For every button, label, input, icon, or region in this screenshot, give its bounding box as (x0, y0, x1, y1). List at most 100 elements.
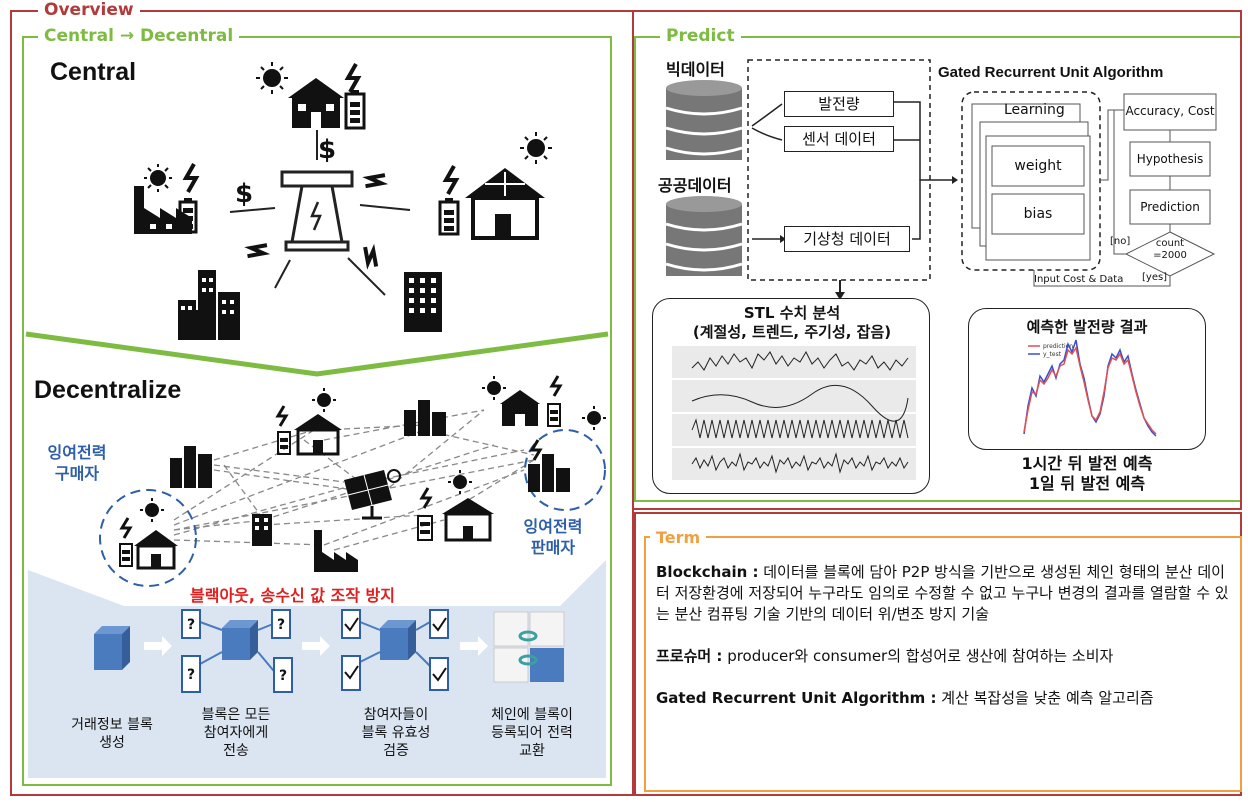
city-buildings-icon (178, 270, 240, 340)
bolt-icon (182, 163, 200, 193)
battery-icon (344, 90, 366, 130)
blockchain-process-diagram: ? ? ? ? (94, 609, 565, 693)
bolt-icon (119, 517, 133, 539)
step-3-caption: 참여자들이 블록 유효성 검증 (361, 707, 431, 759)
bigdata-label: 빅데이터 (666, 60, 725, 79)
sun-icon (256, 62, 288, 94)
predict-pipeline-diagram (665, 59, 1217, 300)
transition-arrow (25, 331, 609, 377)
bolt-icon (442, 165, 460, 195)
battery-icon (277, 431, 291, 455)
svg-text:?: ? (279, 668, 287, 684)
step-1-caption: 거래정보 블록 생성 (71, 717, 153, 751)
right-outer-frame (634, 10, 1242, 510)
hypothesis-label: Hypothesis (1136, 152, 1204, 166)
phone-check-icon (341, 609, 361, 639)
forecast-text: 1시간 뒤 발전 예측 1일 뒤 발전 예측 (1021, 454, 1153, 493)
sun-icon (140, 498, 164, 522)
sun-icon (312, 388, 336, 412)
bolt-icon (549, 375, 563, 397)
dollar-sign: $ (235, 179, 253, 209)
legend-y-test: y_test (1043, 351, 1062, 358)
decentral-network-diagram (99, 375, 606, 587)
term-entry-prosumer: 프로슈머 : producer와 consumer의 합성어로 생산에 참여하는… (656, 647, 1114, 665)
weight-label: weight (1014, 158, 1062, 174)
term-title: Term (650, 528, 707, 547)
prediction-label: Prediction (1140, 200, 1200, 214)
stl-title: STL 수치 분석 (계절성, 트렌드, 주기성, 잡음) (692, 304, 892, 341)
solar-house-icon (294, 414, 342, 456)
svg-text:?: ? (187, 617, 195, 633)
sun-icon (144, 164, 172, 192)
battery-icon (438, 198, 460, 236)
solar-house-icon (465, 168, 545, 240)
sun-icon (482, 376, 506, 400)
solar-panel-icon (344, 469, 401, 520)
office-building-icon (252, 514, 272, 546)
phone-check-icon (341, 655, 361, 691)
callout-triangle-left (28, 570, 124, 606)
buyer-label: 잉여전력 구매자 (47, 443, 107, 483)
term-entry-blockchain: Blockchain : 데이터를 블록에 담아 P2P 방식을 기반으로 생성… (656, 563, 1229, 623)
bolt-icon (244, 243, 271, 259)
block-cube-icon (222, 620, 258, 660)
school-icon (288, 78, 344, 128)
stl-series-residual (691, 452, 909, 474)
city-buildings-icon (170, 446, 212, 488)
result-title: 예측한 발전량 결과 (1026, 318, 1148, 336)
accuracy-cost-label: Accuracy, Cost (1125, 104, 1215, 118)
battery-icon (178, 198, 198, 234)
overview-title: Overview (38, 0, 140, 20)
callout-triangle-right (560, 560, 606, 606)
yes-label: [yes] (1142, 272, 1168, 283)
stl-series-observed (691, 350, 909, 371)
bolt-icon (363, 243, 379, 270)
database-icon (665, 196, 743, 276)
bolt-icon (419, 487, 433, 509)
stl-series-trend (691, 385, 909, 422)
seller-label: 잉여전력 판매자 (523, 517, 583, 557)
sun-icon (520, 132, 552, 164)
term-entry-gru: Gated Recurrent Unit Algorithm : 계산 복잡성을… (656, 689, 1154, 707)
phone-check-icon (429, 657, 449, 691)
bolt-icon (529, 439, 543, 461)
block-cube-icon (94, 626, 130, 670)
term-frame (644, 536, 1242, 792)
stl-decomposition-plot (672, 346, 916, 480)
prediction-result-chart: prediction y_test (1023, 339, 1157, 437)
prediction-result-box (968, 308, 1206, 450)
school-icon (500, 390, 540, 426)
step-4-caption: 체인에 블록이 등록되어 전력 교환 (491, 707, 573, 759)
database-icon (665, 80, 743, 160)
bolt-icon (362, 173, 389, 189)
chain-blocks-icon (493, 611, 565, 683)
solar-house-icon (442, 498, 494, 542)
svg-text:?: ? (277, 617, 285, 633)
central-label: Central (50, 58, 137, 86)
arrow-icon (144, 636, 172, 656)
svg-text:?: ? (187, 667, 195, 683)
decentral-label: Decentralize (34, 376, 182, 404)
learning-label: Learning (1004, 102, 1065, 118)
arrow-icon (302, 636, 330, 656)
block-cube-icon (380, 620, 416, 660)
phone-question-icon: ? (271, 609, 291, 639)
factory-icon (314, 530, 358, 572)
phone-question-icon: ? (181, 609, 201, 639)
sensor-data-box: 센서 데이터 (784, 126, 894, 152)
term-list: Blockchain : 데이터를 블록에 담아 P2P 방식을 기반으로 생성… (656, 562, 1232, 709)
solar-house-icon (134, 530, 178, 570)
battery-icon (547, 403, 561, 427)
bolt-icon (275, 405, 289, 427)
arrow-icon (460, 636, 488, 656)
overview-frame (10, 10, 634, 796)
power-tower-icon (280, 170, 354, 252)
predict-title: Predict (660, 26, 741, 46)
warning-text: 블랙아웃, 송수신 값 조작 방지 (190, 586, 395, 605)
sun-icon (448, 470, 472, 494)
gru-title: Gated Recurrent Unit Algorithm (938, 64, 1164, 81)
battery-icon (119, 543, 133, 567)
battery-icon (417, 515, 433, 541)
city-buildings-icon (404, 400, 446, 436)
central-network-diagram: $ $ (134, 62, 552, 340)
